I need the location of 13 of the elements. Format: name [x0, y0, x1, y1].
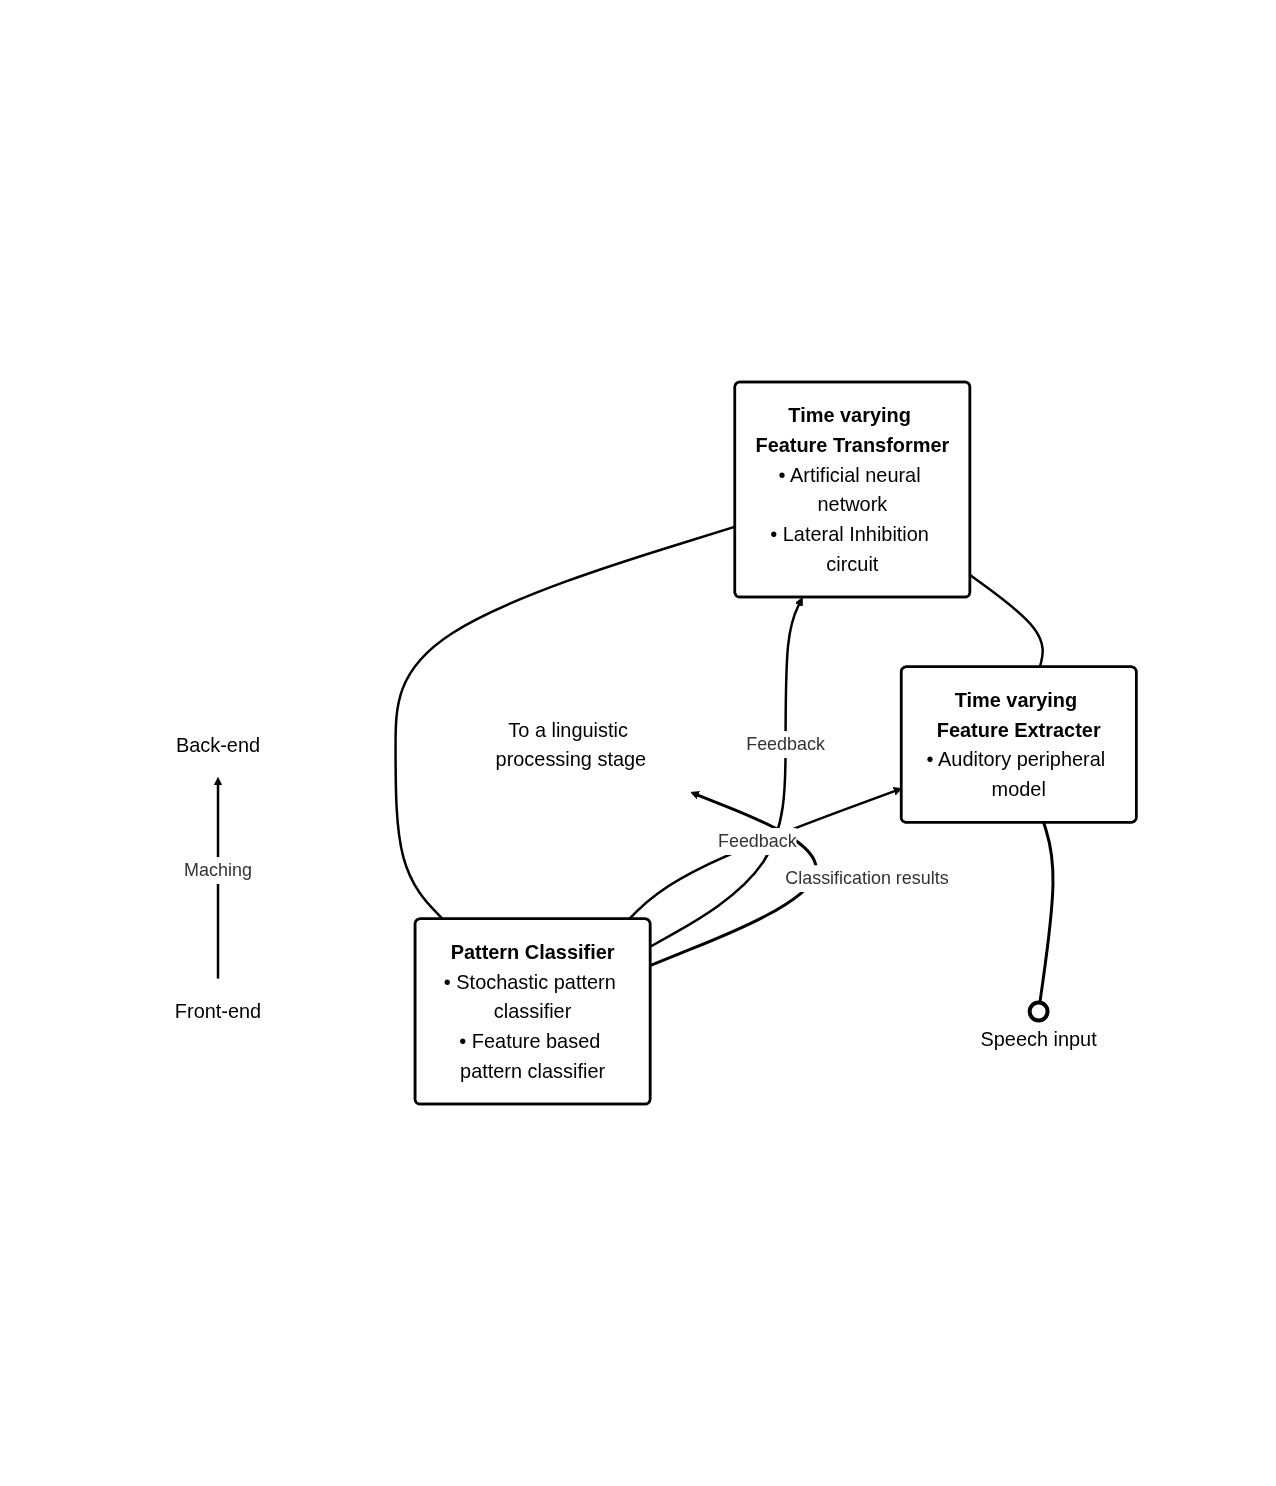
arrow: [650, 791, 818, 967]
connector: [1038, 822, 1055, 1003]
node-label: Speech input: [980, 1028, 1098, 1051]
node-text: To a linguistic processing stage: [495, 718, 647, 771]
arrow: [650, 597, 804, 948]
edge-label: Feedback: [718, 830, 798, 851]
edge-label: Feedback: [746, 734, 826, 754]
node-circle: [1028, 1000, 1050, 1023]
edge-label: Maching: [184, 860, 253, 880]
node-text: Back-end: [176, 733, 261, 756]
node-text: Front-end: [175, 1000, 262, 1023]
edge-label: Classification results: [785, 868, 950, 889]
arrow: [214, 776, 223, 979]
